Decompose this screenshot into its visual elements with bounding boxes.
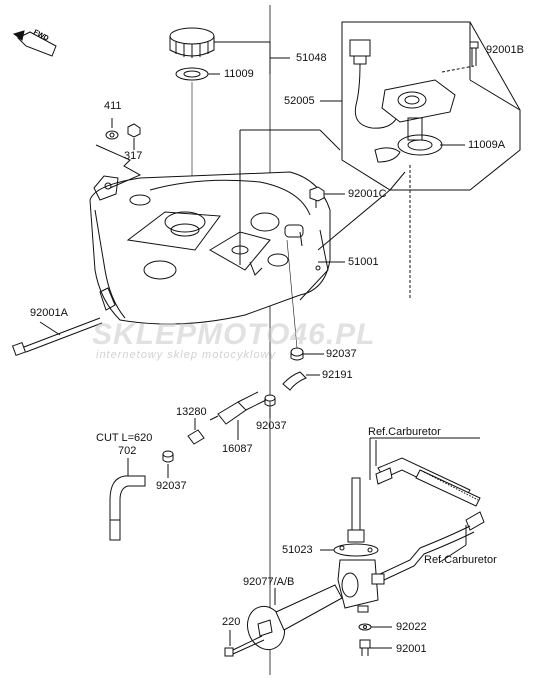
fwd-arrow-icon bbox=[12, 30, 57, 57]
label-92001a: 92001A bbox=[30, 307, 68, 319]
cap-gasket bbox=[175, 67, 209, 81]
screw-220 bbox=[224, 635, 265, 657]
sender-unit bbox=[374, 79, 456, 163]
label-51048: 51048 bbox=[296, 52, 327, 64]
label-51023: 51023 bbox=[282, 544, 313, 556]
clamp-92037-lower bbox=[162, 450, 174, 463]
label-92077: 92077/A/B bbox=[243, 576, 295, 588]
label-52005: 52005 bbox=[284, 95, 315, 107]
label-cut-length: CUT L=620 bbox=[96, 432, 153, 444]
carburetor-hoses bbox=[369, 437, 485, 581]
label-92037-middle: 92037 bbox=[256, 420, 287, 432]
label-702: 702 bbox=[118, 445, 137, 457]
fuel-cock-lever bbox=[246, 584, 343, 651]
label-92022: 92022 bbox=[396, 621, 427, 633]
label-51001: 51001 bbox=[348, 256, 379, 268]
label-92037-upper: 92037 bbox=[326, 348, 357, 360]
label-16087: 16087 bbox=[222, 443, 253, 455]
watermark-tagline: internetowy sklep motocyklowy bbox=[96, 349, 277, 361]
clamp-92037-middle bbox=[264, 394, 276, 407]
fuel-cap bbox=[169, 27, 215, 58]
label-317: 317 bbox=[124, 150, 143, 162]
hose-92191 bbox=[282, 371, 307, 391]
label-92191: 92191 bbox=[322, 369, 353, 381]
clamp-13280 bbox=[187, 429, 205, 445]
label-ref-carburetor-upper: Ref.Carburetor bbox=[368, 426, 441, 438]
fuel-tank bbox=[89, 171, 331, 325]
label-11009a: 11009A bbox=[468, 139, 506, 151]
washer-and-nut bbox=[105, 123, 141, 140]
fuel-petcock bbox=[333, 477, 385, 613]
hose-702 bbox=[109, 475, 146, 541]
label-411: 411 bbox=[104, 100, 122, 112]
bolt-92001c bbox=[309, 186, 325, 208]
bolt-92001 bbox=[359, 639, 371, 656]
label-92001c: 92001C bbox=[348, 188, 387, 200]
label-13280: 13280 bbox=[176, 406, 207, 418]
label-220: 220 bbox=[222, 616, 241, 628]
label-ref-carburetor-lower: Ref.Carburetor bbox=[424, 554, 497, 566]
sender-connector bbox=[349, 39, 401, 129]
label-92001: 92001 bbox=[396, 643, 427, 655]
bolt-92001a bbox=[11, 317, 103, 357]
watermark-brand: SKLEPMOTO46.PL bbox=[92, 318, 376, 351]
washer-92022 bbox=[358, 623, 372, 631]
fuel-filter bbox=[209, 391, 267, 425]
bolt-92001b bbox=[441, 41, 479, 73]
label-92037-lower: 92037 bbox=[156, 480, 187, 492]
label-11009: 11009 bbox=[224, 68, 254, 80]
label-92001b: 92001B bbox=[486, 44, 524, 56]
clamp-92037-upper bbox=[290, 347, 304, 361]
